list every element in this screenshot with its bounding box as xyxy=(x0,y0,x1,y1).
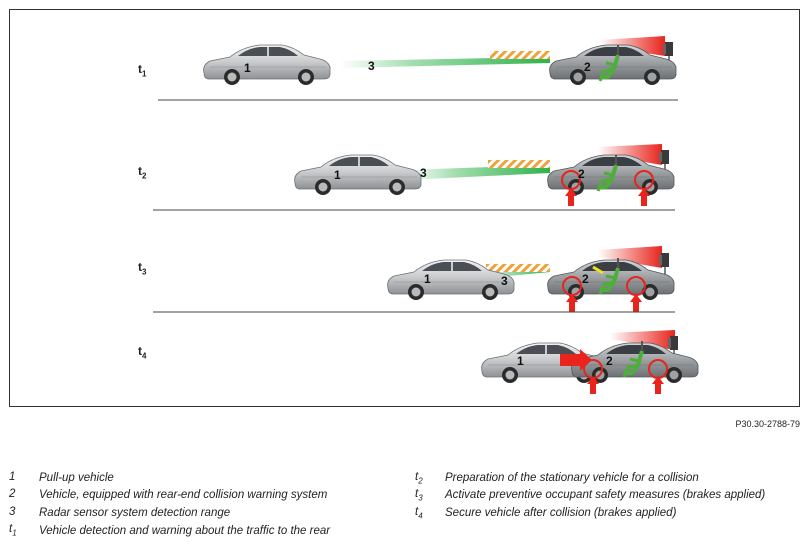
time-label-t3: t3 xyxy=(138,260,147,277)
time-label-t4: t4 xyxy=(138,344,147,361)
hatch-zone xyxy=(490,51,550,59)
callout-radar-t3: 3 xyxy=(501,274,508,288)
pullup-vehicle-icon xyxy=(293,154,422,196)
brake-arrow-icon xyxy=(652,376,664,394)
row-t4 xyxy=(480,330,699,394)
reference-code: P30.30-2788-79 xyxy=(735,419,800,429)
time-label-t1: t1 xyxy=(138,62,147,79)
brake-arrow-icon xyxy=(630,294,642,312)
callout-equipped-t2: 2 xyxy=(578,167,585,181)
collision-scenario-diagram: 1 3 2 1 3 2 1 3 2 1 2 xyxy=(153,36,699,394)
callout-pullup-t3: 1 xyxy=(424,272,431,286)
callout-pullup-t1: 1 xyxy=(244,61,251,75)
callout-equipped-t4: 2 xyxy=(606,354,613,368)
diagram-frame: 1 3 2 1 3 2 1 3 2 1 2 t1 t2 t3 t4 xyxy=(9,9,800,407)
row-t3 xyxy=(153,246,675,313)
callout-equipped-t1: 2 xyxy=(584,60,591,74)
callout-pullup-t2: 1 xyxy=(334,168,341,182)
callout-radar-t1: 3 xyxy=(368,59,375,73)
time-label-t2: t2 xyxy=(138,164,147,181)
callout-equipped-t3: 2 xyxy=(582,272,589,286)
callout-radar-t2: 3 xyxy=(420,166,427,180)
callout-pullup-t4: 1 xyxy=(517,354,524,368)
row-t1 xyxy=(158,36,678,101)
row-t2 xyxy=(153,144,675,211)
pullup-vehicle-icon xyxy=(202,44,331,86)
